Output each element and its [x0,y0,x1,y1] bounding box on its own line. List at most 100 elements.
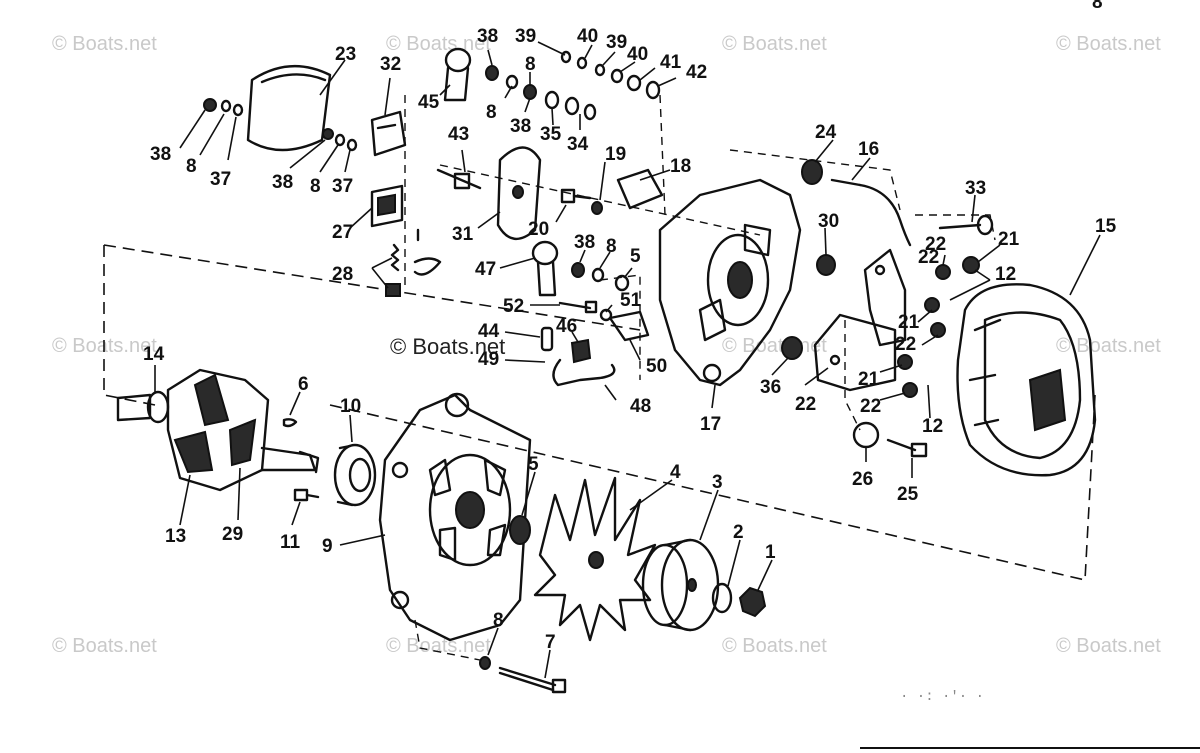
rear-housing [658,178,802,387]
guide-line-top-left [103,244,641,331]
washer [479,656,491,670]
watermark: © Boats.net [52,33,157,55]
callout-label: 23 [335,44,356,65]
callout-label: 33 [965,178,986,199]
watermark: © Boats.net [386,635,491,657]
callout-label: 35 [540,124,562,145]
small-hardware [571,262,630,292]
callout-label: 17 [700,414,721,435]
terminal [531,240,559,297]
watermark: © Boats.net [1056,335,1161,357]
callout-label: 12 [995,264,1016,285]
callout-label: 34 [567,134,589,155]
callout-label: 21 [998,229,1020,250]
callout-label: 3 [712,472,723,493]
nut [738,586,767,618]
callout-label: 47 [475,259,496,280]
washer [816,254,836,276]
callout-label: 12 [922,416,943,437]
callout-label: 40 [577,26,598,47]
screw [938,214,994,236]
cover [246,65,332,152]
small-hardware [203,98,358,152]
pulley [641,538,720,632]
watermark: © Boats.net [386,33,491,55]
fan [533,476,657,642]
stud [436,168,482,190]
callout-label: 26 [852,469,873,490]
callout-label: 42 [686,62,707,83]
brush-holder [370,184,404,228]
callout-label: 18 [670,156,691,177]
terminal [443,47,472,102]
callout-label: 37 [210,169,231,190]
heat-sink [813,248,907,392]
callout-label: 21 [898,312,920,333]
callout-label: 51 [620,290,642,311]
guide-line-diode [844,320,861,431]
callout-label: 38 [477,26,498,47]
spacer [509,515,531,545]
bracket [370,110,407,157]
callout-label: 7 [545,632,556,653]
stator [956,283,1097,477]
callout-label: 22 [895,334,916,355]
watermark: © Boats.net [722,635,827,657]
guide-line-bottom [329,394,1096,581]
brush-spring [385,228,442,297]
callout-label: 8 [525,54,536,75]
callout-label: 22 [795,394,816,415]
screw [560,188,592,204]
callout-label: 25 [897,484,919,505]
callout-label: 39 [515,26,536,47]
callout-label: 22 [860,396,881,417]
insulator [496,146,542,240]
callout-label: 40 [627,44,648,65]
callout-labels: 1 2 3 4 5 5 6 7 8 8 8 8 8 8 8 9 10 11 12… [143,0,1117,653]
callout-label: 45 [418,92,440,113]
guide-line-bolt [414,619,481,661]
lead-wire [830,178,912,247]
callout-label: 6 [298,374,309,395]
watermark: © Boats.net [1056,635,1161,657]
screw [886,438,928,458]
callout-label: 27 [332,222,353,243]
callout-label: 24 [815,122,837,143]
guide-line-stator-top [915,214,996,241]
callout-label: 41 [660,52,682,73]
callout-label: 14 [143,344,165,365]
callout-label: 10 [340,396,361,417]
screw [293,488,320,502]
callout-label: 44 [478,321,500,342]
watermark: © Boats.net [1056,33,1161,55]
key [282,418,298,428]
lock-washer [711,582,733,614]
guide-line-left [103,245,156,406]
callout-label: 38 [510,116,531,137]
capacitor-assembly [540,308,650,387]
callout-label: 39 [606,32,627,53]
callout-label: 48 [630,396,651,417]
callout-label: 13 [165,526,186,547]
callout-label: 1 [765,542,776,563]
watermark: © Boats.net [52,635,157,657]
parts-layer [116,47,1097,694]
callout-label: 22 [918,247,939,268]
through-bolt [498,666,567,694]
callout-label: 43 [448,124,469,145]
callout-label: 9 [322,536,333,557]
callout-label: 15 [1095,216,1117,237]
callout-label: 49 [478,349,499,370]
bracket [591,168,664,215]
bushing [852,421,880,449]
callout-label: 46 [556,316,577,337]
screw [558,300,598,314]
diodes [897,256,980,398]
callout-label: 8 [486,102,497,123]
callout-label: 28 [332,264,353,285]
callout-label: 50 [646,356,667,377]
callout-label: 38 [574,232,595,253]
callout-label: 31 [452,224,474,245]
callout-label: 32 [380,54,401,75]
guide-line-housing-top [729,149,901,211]
